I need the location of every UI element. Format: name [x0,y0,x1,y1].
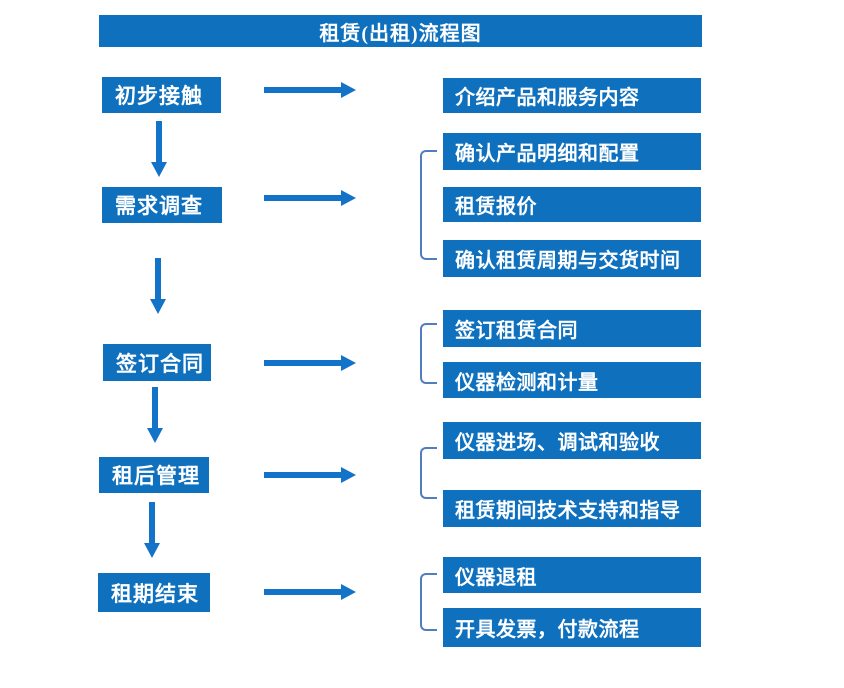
flowchart-title: 租赁(出租)流程图 [99,15,702,47]
detail-box-6: 仪器检测和计量 [443,362,701,398]
arrow-right-icon-4 [264,466,356,484]
detail-box-8: 租赁期间技术支持和指导 [443,490,701,527]
bracket-group-2 [420,150,437,260]
detail-box-7: 仪器进场、调试和验收 [443,422,701,459]
arrow-down-icon-2 [149,258,167,314]
detail-box-9: 仪器退租 [443,557,701,593]
bracket-group-5 [420,573,437,631]
arrow-right-icon-5 [264,583,356,601]
detail-box-10: 开具发票，付款流程 [443,608,701,647]
detail-box-1: 介绍产品和服务内容 [443,78,701,113]
step-box-1: 初步接触 [102,77,221,113]
arrow-down-icon-1 [150,121,168,177]
arrow-down-icon-4 [143,502,161,558]
arrow-right-icon-2 [264,189,356,207]
step-box-5: 租期结束 [98,573,210,612]
step-box-4: 租后管理 [99,457,209,493]
step-box-3: 签订合同 [103,344,211,381]
arrow-right-icon-1 [264,81,356,99]
detail-box-5: 签订租赁合同 [443,310,701,347]
step-box-2: 需求调查 [102,187,222,223]
detail-box-2: 确认产品明细和配置 [443,133,701,170]
detail-box-4: 确认租赁周期与交货时间 [443,240,701,277]
bracket-group-3 [420,323,437,384]
arrow-right-icon-3 [264,354,356,372]
bracket-group-4 [420,447,437,499]
detail-box-3: 租赁报价 [443,187,701,222]
arrow-down-icon-3 [146,387,164,443]
